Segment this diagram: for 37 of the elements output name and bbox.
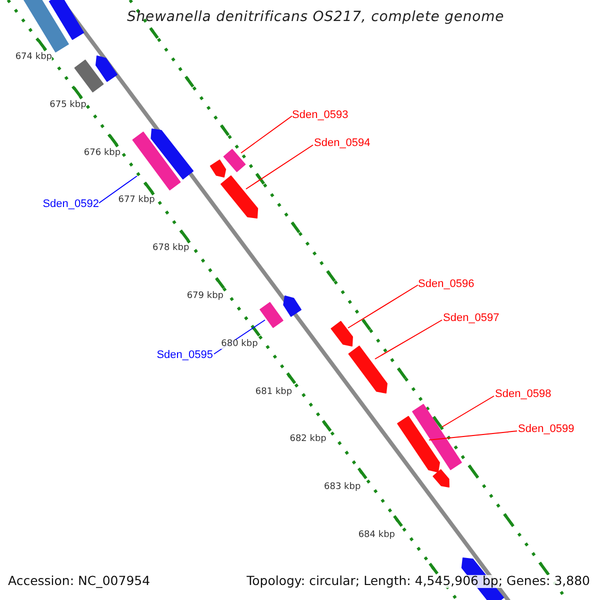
scale-label: 684 kbp bbox=[358, 531, 395, 540]
scale-label: 682 kbp bbox=[290, 435, 326, 444]
leader-line bbox=[240, 116, 292, 154]
gene-bar bbox=[260, 302, 284, 328]
gene-bar bbox=[412, 404, 462, 470]
scale-label: 679 kbp bbox=[186, 292, 224, 301]
leader-line bbox=[348, 284, 418, 328]
leader-line bbox=[428, 430, 518, 440]
scale-label: 678 kbp bbox=[152, 244, 190, 254]
gene-bar bbox=[132, 132, 181, 190]
gene-label: Sden_0594 bbox=[314, 138, 370, 149]
scale-label: 680 kbp bbox=[221, 340, 258, 349]
leader-line bbox=[374, 320, 442, 360]
scale-label: 681 kbp bbox=[255, 388, 292, 397]
gene-bar bbox=[397, 416, 440, 472]
gene-bar bbox=[220, 175, 258, 218]
gene-label: Sden_0599 bbox=[518, 424, 574, 435]
gene-label: Sden_0595 bbox=[156, 350, 213, 361]
gene-label: Sden_0593 bbox=[292, 110, 348, 121]
scale-label: 676 kbp bbox=[84, 148, 121, 158]
accession-text: Accession: NC_007954 bbox=[8, 575, 150, 588]
gene-label: Sden_0596 bbox=[418, 279, 474, 290]
scale-label: 677 kbp bbox=[118, 196, 155, 206]
gene-label: Sden_0598 bbox=[495, 389, 552, 400]
scale-label: 674 kbp bbox=[15, 53, 52, 62]
title: Shewanella denitrificans OS217, complete genome bbox=[127, 10, 504, 24]
genome-summary: Topology: circular; Length: 4,545,906 bp; Genes: 3,880 bbox=[246, 575, 590, 588]
gene-label: Sden_0597 bbox=[443, 313, 500, 324]
scale-label: 675 kbp bbox=[50, 100, 86, 110]
leader-line bbox=[442, 396, 494, 428]
leader-line bbox=[98, 176, 138, 204]
gene-bar bbox=[348, 346, 388, 394]
gene-bar bbox=[330, 320, 353, 346]
gene-bar bbox=[223, 148, 246, 172]
leader-line bbox=[246, 144, 314, 190]
scale-label: 683 kbp bbox=[324, 483, 361, 492]
gene-label: Sden_0592 bbox=[42, 199, 99, 210]
